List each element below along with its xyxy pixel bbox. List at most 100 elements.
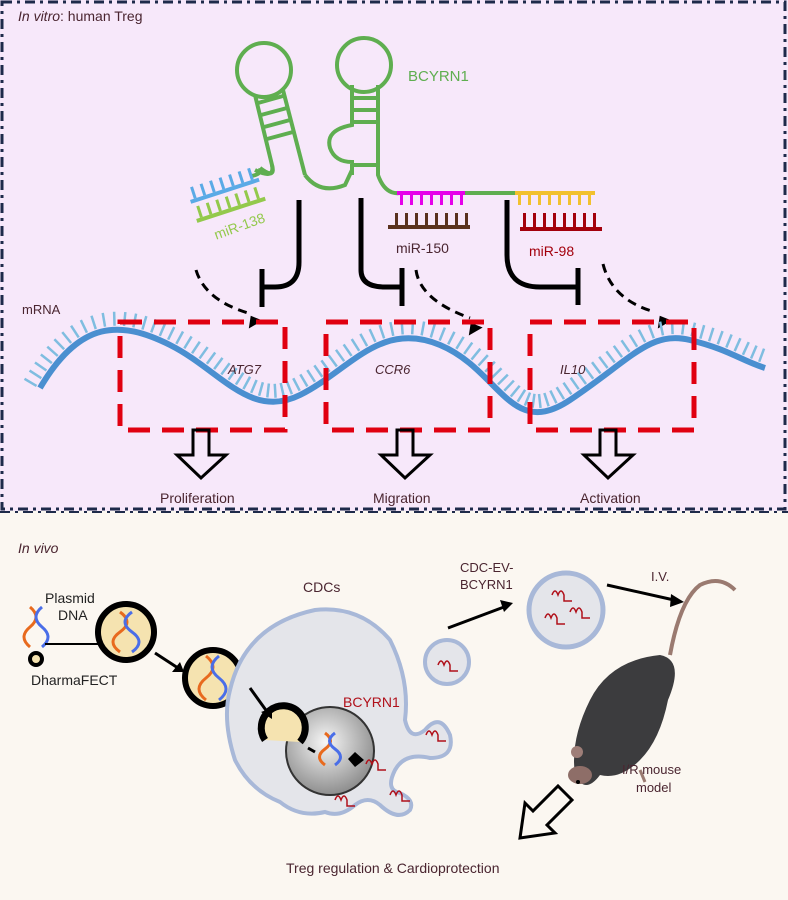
inhibit-il10-arrow bbox=[504, 200, 578, 290]
outcome-activation: Activation bbox=[580, 490, 641, 506]
mrna-base-tick bbox=[205, 351, 217, 365]
mrna-base-tick bbox=[61, 331, 73, 344]
outcome-proliferation: Proliferation bbox=[160, 490, 235, 506]
mrna-base-tick bbox=[334, 349, 346, 362]
mrna-base-tick bbox=[90, 315, 97, 330]
mrna-strand bbox=[23, 311, 766, 416]
mrna-base-tick bbox=[420, 321, 426, 336]
cdcs-label: CDCs bbox=[303, 579, 341, 595]
mrna-base-tick bbox=[562, 381, 573, 395]
mrna-base-tick bbox=[612, 345, 624, 358]
dna-in-nucleus bbox=[318, 731, 342, 767]
in-vitro-italic: In vitro bbox=[18, 8, 61, 24]
mrna-base-tick bbox=[227, 367, 238, 381]
lipoplex-2 bbox=[182, 647, 244, 709]
mouse-illustration bbox=[568, 579, 737, 785]
mrna-base-tick bbox=[658, 321, 665, 336]
mrna-base-tick bbox=[141, 315, 148, 330]
mrna-base-tick bbox=[583, 366, 595, 380]
plasmid-dna-icon bbox=[22, 605, 50, 649]
mrna-base-tick bbox=[447, 331, 456, 345]
mrna-base-tick bbox=[470, 347, 482, 361]
dharmafect-label: DharmaFECT bbox=[31, 672, 118, 688]
gene-atg7: ATG7 bbox=[228, 362, 261, 377]
inhibition-arrows bbox=[259, 198, 581, 307]
mrna-base-tick bbox=[455, 336, 465, 350]
mrna-base-tick bbox=[70, 324, 80, 339]
result-arrow bbox=[518, 783, 575, 840]
inhibit-ccr6-arrow bbox=[358, 198, 402, 290]
lipoplex-1 bbox=[95, 601, 157, 663]
mrna-base-tick bbox=[213, 357, 224, 370]
mrna-base-tick bbox=[167, 326, 176, 341]
mrna-base-tick bbox=[183, 335, 193, 350]
mrna-base-tick bbox=[758, 348, 766, 363]
mrna-base-tick bbox=[707, 327, 715, 342]
mrna-base-tick bbox=[327, 354, 338, 368]
gene-il10: IL10 bbox=[560, 362, 586, 377]
mrna-base-tick bbox=[28, 369, 43, 380]
mrna-base-tick bbox=[637, 329, 647, 343]
mrna-base-tick bbox=[273, 383, 277, 398]
mrna-base-tick bbox=[741, 341, 750, 356]
mrna-base-tick bbox=[628, 334, 639, 348]
mrna-base-tick bbox=[749, 345, 758, 359]
mrna-base-tick bbox=[242, 376, 252, 390]
mrna-base-tick bbox=[543, 392, 550, 407]
lipoplex-entering bbox=[257, 702, 309, 745]
model-label-2: model bbox=[636, 780, 672, 795]
ev-label-2: BCYRN1 bbox=[460, 577, 513, 592]
in-vivo-title: In vivo bbox=[18, 540, 59, 556]
mrna-base-tick bbox=[463, 341, 474, 355]
inhibit-atg7-arrow bbox=[262, 200, 302, 290]
mrna-base-tick bbox=[591, 361, 602, 375]
mrna-base-tick bbox=[34, 361, 48, 372]
bcyrn1-structure bbox=[235, 36, 515, 196]
mrna-base-tick bbox=[266, 383, 271, 398]
mrna-base-tick bbox=[101, 312, 107, 327]
mrna-base-tick bbox=[158, 322, 167, 337]
in-vitro-title: In vitro: human Treg bbox=[18, 8, 143, 24]
mrna-base-tick bbox=[249, 379, 258, 394]
mrna-base-tick bbox=[79, 319, 89, 334]
bcyrn1-label: BCYRN1 bbox=[408, 68, 469, 85]
mrna-base-tick bbox=[523, 392, 532, 406]
in-vitro-subtitle: : human Treg bbox=[60, 8, 143, 24]
rna-molecules bbox=[334, 730, 446, 807]
mrna-base-tick bbox=[368, 328, 377, 343]
bcyrn1-product-label: BCYRN1 bbox=[343, 694, 400, 710]
mrna-base-tick bbox=[234, 372, 245, 386]
mrna-base-tick bbox=[40, 353, 53, 365]
mrna-base-tick bbox=[490, 367, 503, 380]
gene-ccr6: CCR6 bbox=[375, 362, 411, 377]
mrna-label: mRNA bbox=[22, 302, 61, 317]
cdc-ev-bcyrn1 bbox=[526, 570, 606, 650]
mrna-base-tick bbox=[537, 393, 542, 409]
mrna-base-tick bbox=[53, 338, 66, 351]
mir-138-duplex bbox=[190, 167, 266, 223]
ev-label-1: CDC-EV- bbox=[460, 560, 514, 575]
mrna-base-tick bbox=[292, 377, 301, 392]
mrna-base-tick bbox=[699, 324, 706, 339]
mrna-base-tick bbox=[306, 369, 316, 383]
dashed-arrows bbox=[194, 263, 656, 320]
mir-150-label: miR-150 bbox=[396, 240, 449, 256]
mrna-base-tick bbox=[733, 337, 742, 352]
mrna-base-tick bbox=[531, 393, 536, 408]
mrna-base-tick bbox=[429, 323, 436, 338]
mrna-base-tick bbox=[313, 364, 324, 378]
outcome-arrows bbox=[173, 428, 637, 481]
iv-label: I.V. bbox=[651, 569, 670, 584]
mrna-base-tick bbox=[190, 340, 201, 354]
dharmafect-icon bbox=[28, 651, 44, 667]
mrna-base-tick bbox=[725, 334, 733, 348]
mrna-base-tick bbox=[23, 377, 38, 388]
plasmid-label-2: DNA bbox=[58, 607, 88, 623]
mrna-base-tick bbox=[569, 377, 580, 390]
mir-150-duplex bbox=[388, 191, 470, 229]
in-vitro-panel bbox=[0, 0, 788, 511]
mrna-base-tick bbox=[549, 390, 558, 404]
mrna-base-tick bbox=[503, 379, 515, 392]
mir-98-label: miR-98 bbox=[529, 243, 575, 259]
